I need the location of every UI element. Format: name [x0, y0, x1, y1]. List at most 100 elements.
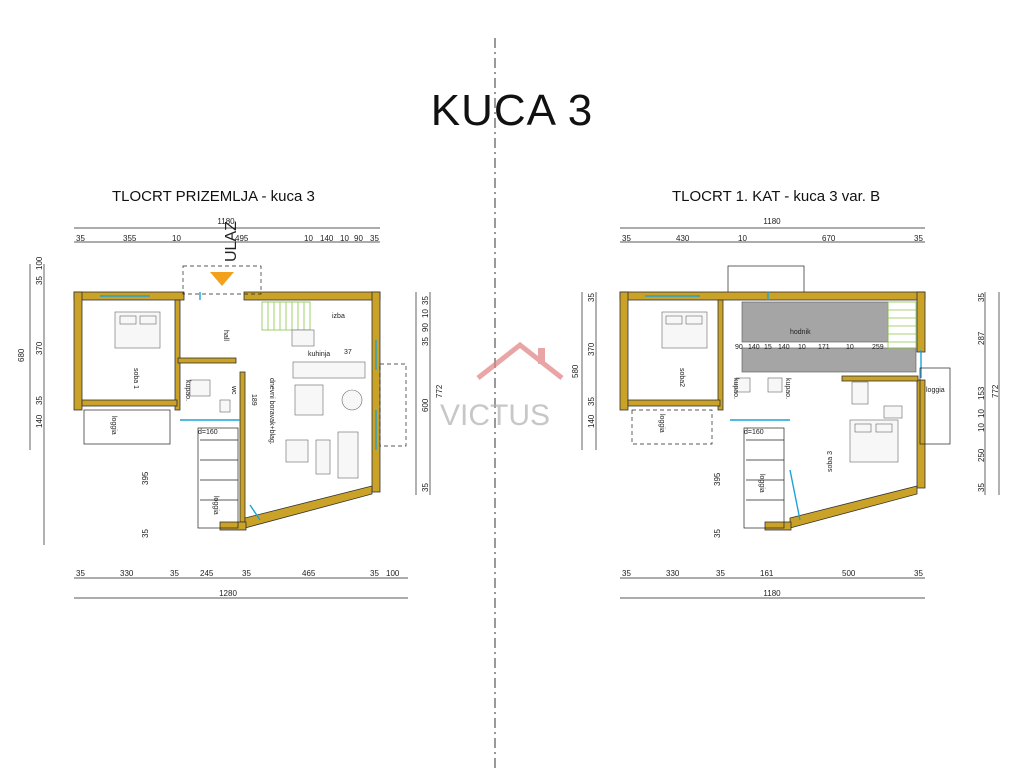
room-label-wc: wc — [230, 385, 237, 395]
first-wall-bedroom-bottom — [627, 399, 721, 407]
ground-pillow — [119, 315, 137, 325]
first-top-total: 1180 — [763, 217, 781, 226]
room-label-izba: izba — [332, 313, 345, 320]
ground-floor-plan: 1180 35 355 10 495 10 140 10 90 35 35 10… — [17, 217, 444, 599]
first-window-size: d=160 — [744, 429, 764, 436]
ground-toilet — [219, 399, 231, 413]
ground-wall-inner-1 — [174, 299, 181, 411]
ground-top-dim-7: 10 — [340, 234, 349, 243]
watermark-roof-icon — [476, 341, 564, 380]
first-floor-plan: 1180 35 430 10 670 35 35 370 580 35 140 … — [571, 217, 1000, 599]
ground-loggia-left — [83, 409, 171, 445]
first-bottom-dim-2: 330 — [666, 569, 680, 578]
first-wall-left — [619, 291, 629, 411]
ground-bottom-dim-4: 245 — [200, 569, 214, 578]
ground-bottom-dim-6: 465 — [302, 569, 316, 578]
first-bottom-dim-4: 161 — [760, 569, 774, 578]
first-left-dim-2: 370 — [587, 342, 596, 356]
ground-entrance-canopy — [182, 265, 262, 295]
ground-left-dim-3: 680 — [17, 348, 26, 362]
first-left-dim-7: 35 — [713, 529, 722, 538]
ground-sofa-2 — [337, 431, 359, 479]
first-top-dim-5: 35 — [914, 234, 923, 243]
entrance-arrow-icon — [210, 272, 234, 286]
ground-kitchen-counter — [292, 361, 366, 379]
first-right-dim-1: 35 — [977, 293, 986, 302]
ground-top-dim-9: 35 — [370, 234, 379, 243]
ground-right-dim-2: 10 — [421, 309, 430, 318]
first-top-dim-4: 670 — [822, 234, 836, 243]
room-label-soba2: soba2 — [678, 368, 685, 387]
ground-right-dim-1: 35 — [421, 296, 430, 305]
room-label-loggia-bottom: loggia — [758, 474, 765, 493]
ground-left-dim-8: 35 — [141, 529, 150, 538]
ground-bottom-dim-3: 35 — [170, 569, 179, 578]
room-label-kupao-2: kupao. — [784, 378, 791, 399]
first-wall-inner-1 — [717, 299, 724, 411]
first-left-dim-5: 140 — [587, 414, 596, 428]
first-right-dim-4: 10 — [977, 409, 986, 418]
first-right-dim-8: 35 — [977, 483, 986, 492]
ground-wall-bottom-slant — [244, 485, 373, 529]
ground-top-dim-5: 10 — [304, 234, 313, 243]
first-top-dim-3: 10 — [738, 234, 747, 243]
ground-bottom-total: 1280 — [219, 589, 237, 598]
ground-bottom-dim-1: 35 — [76, 569, 85, 578]
ground-top-dim-4: 495 — [235, 234, 249, 243]
ground-left-dim-6: 140 — [35, 414, 44, 428]
ground-dining-table — [294, 384, 324, 416]
ground-floor-heading: TLOCRT PRIZEMLJA - kuca 3 — [112, 188, 315, 205]
first-toilet-2 — [767, 377, 783, 393]
first-bottom-dim-1: 35 — [622, 569, 631, 578]
ground-armchair-1 — [285, 439, 309, 463]
first-window-4 — [789, 469, 801, 521]
ground-wall-top-right — [243, 291, 381, 301]
page-title: KUCA 3 — [430, 86, 594, 135]
room-label-hodnik: hodnik — [790, 329, 811, 336]
first-right-dim-7: 250 — [977, 448, 986, 462]
first-bottom-dim-5: 500 — [842, 569, 856, 578]
ground-bottom-dim-2: 330 — [120, 569, 134, 578]
ground-sink — [291, 329, 315, 347]
first-left-dim-3: 580 — [571, 364, 580, 378]
first-wall-right-top — [916, 291, 926, 353]
ground-right-dim-6: 600 — [421, 398, 430, 412]
ground-left-dim-5: 35 — [35, 396, 44, 405]
ground-left-dim-4: 370 — [35, 341, 44, 355]
ground-sofa — [315, 439, 331, 475]
ground-left-dim-7: 395 — [141, 471, 150, 485]
first-toilet-1 — [735, 377, 751, 393]
ground-top-dim-2: 355 — [123, 234, 137, 243]
first-basin — [883, 405, 903, 419]
first-right-dim-6: 10 — [977, 423, 986, 432]
room-label-kupao-1: kupao. — [732, 378, 739, 399]
ground-pergola — [379, 363, 407, 447]
room-label-loggia-2: loggia — [212, 496, 219, 515]
first-inner-dim-3: 15 — [764, 344, 772, 351]
first-left-dim-6: 395 — [713, 472, 722, 486]
first-roof-box — [727, 265, 805, 295]
ground-loggia-bottom — [197, 427, 239, 529]
ground-wall-bottom — [219, 521, 247, 531]
first-floor-heading: TLOCRT 1. KAT - kuca 3 var. B — [672, 188, 881, 205]
ground-bottom-dim-8: 100 — [386, 569, 400, 578]
first-top-dim-2: 430 — [676, 234, 690, 243]
ground-top-dim-1: 35 — [76, 234, 85, 243]
entrance-label: ULAZ — [223, 221, 240, 262]
first-shower — [851, 381, 869, 405]
first-bottom-total: 1180 — [763, 589, 781, 598]
first-right-dim-5: 153 — [977, 386, 986, 400]
ground-left-dim-2: 100 — [35, 256, 44, 270]
ground-bathtub — [189, 379, 211, 397]
first-right-dim-2: 287 — [977, 331, 986, 345]
first-bottom-dim-6: 35 — [914, 569, 923, 578]
watermark-logo: VICTUS — [440, 341, 564, 432]
ground-plant-icon — [341, 389, 363, 411]
room-label-loggia-left: loggia — [658, 414, 665, 433]
ground-bottom-dim-5: 35 — [242, 569, 251, 578]
ground-right-dim-5: 772 — [435, 384, 444, 398]
ground-top-dim-8: 90 — [354, 234, 363, 243]
room-label-kupao: kupao. — [184, 380, 191, 401]
room-label-loggia-1: loggia — [110, 416, 117, 435]
